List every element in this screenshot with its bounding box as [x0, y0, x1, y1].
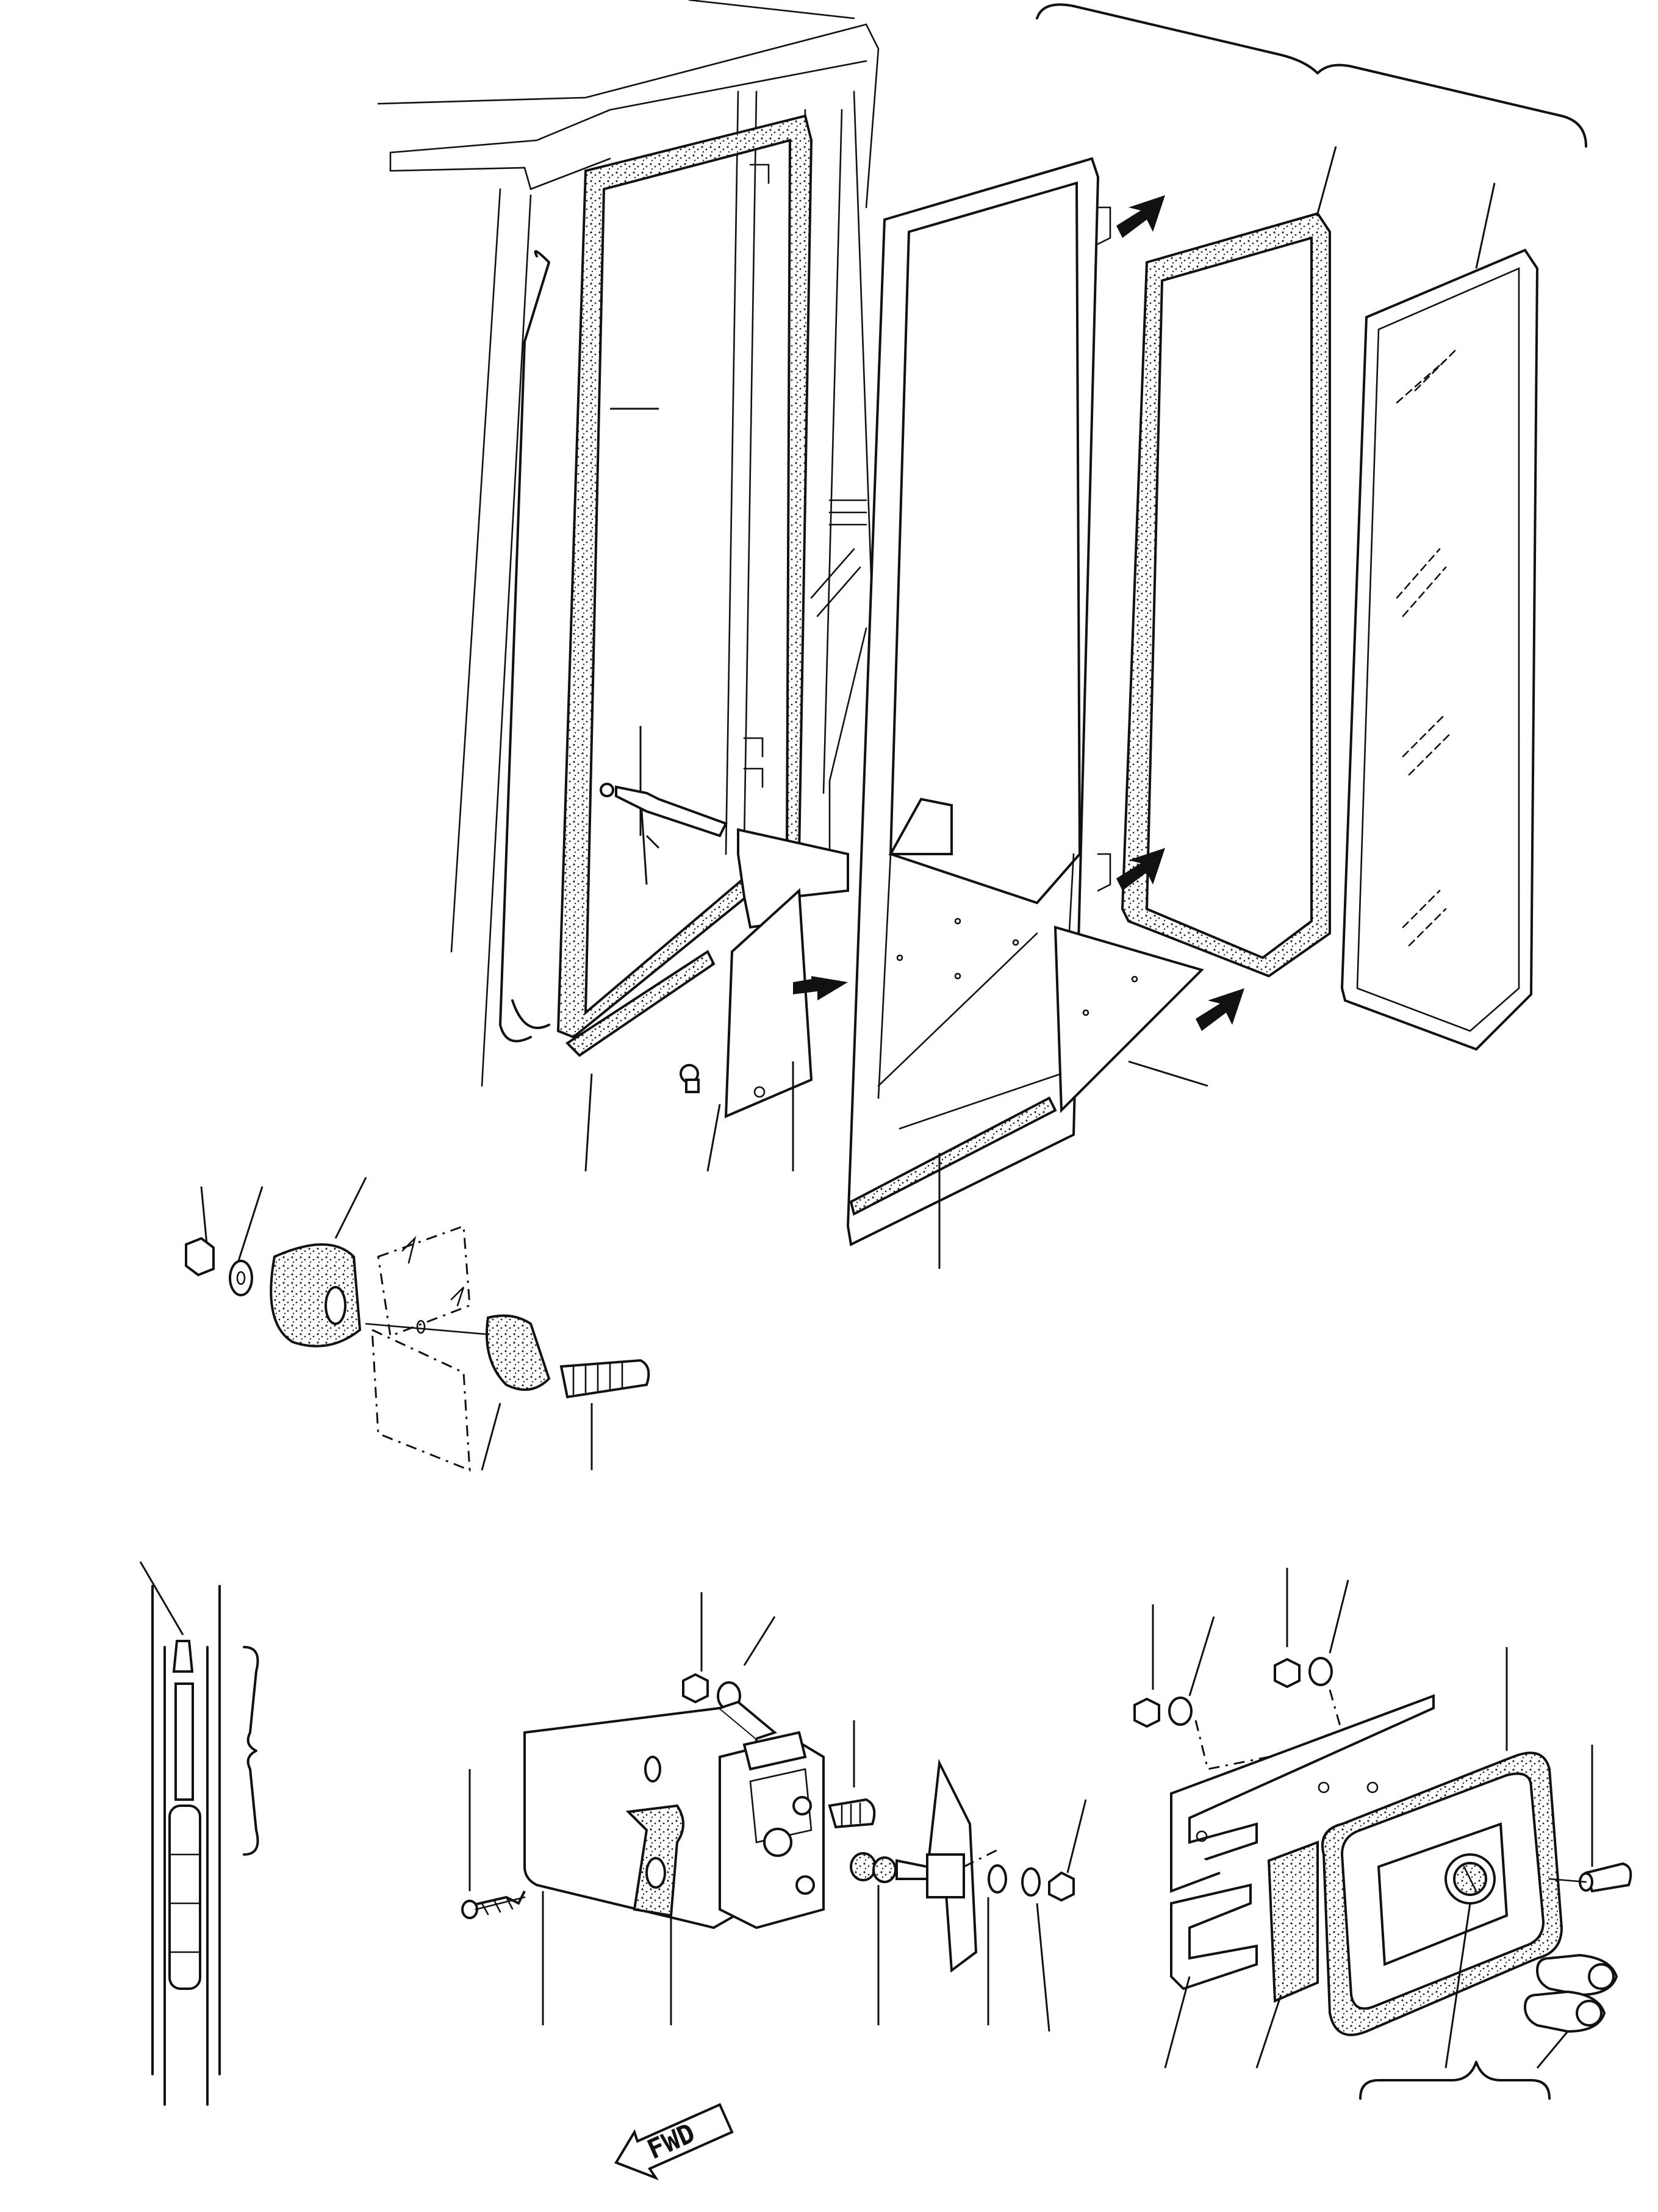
door-latch-assembly: [461, 1592, 1087, 2032]
bumper-mount-assembly: [185, 1177, 650, 1472]
door-bottom-seal: [849, 1096, 1057, 1216]
door-panel: [846, 157, 1111, 1246]
window-seal: [1121, 212, 1331, 978]
hinge-plate: [724, 828, 849, 1119]
assembly-brace: [1036, 3, 1587, 148]
solid-arrow-icon: [793, 195, 1244, 1031]
hinge-pin-assembly: [139, 1561, 259, 2106]
lower-glass-panel: [888, 797, 1204, 1113]
door-handle-assembly: [1133, 1568, 1632, 2100]
fwd-arrow-icon: FWD: [614, 2103, 734, 2181]
hinge-screw: [600, 783, 728, 1093]
sliding-glass-pane: [1340, 248, 1539, 1051]
